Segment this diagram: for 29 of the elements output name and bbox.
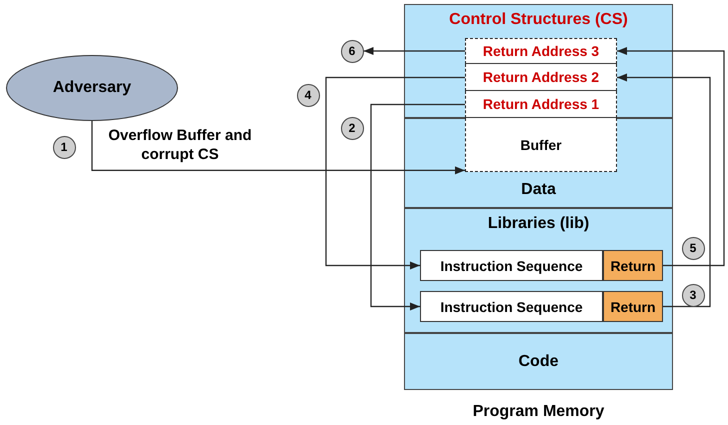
return-box: Return bbox=[603, 291, 663, 322]
callout-number: 2 bbox=[340, 116, 364, 140]
memory-section bbox=[404, 118, 673, 208]
actor-ellipse: Adversary bbox=[6, 55, 178, 121]
memory-section bbox=[404, 4, 673, 118]
arrow bbox=[617, 47, 725, 266]
section-title: Control Structures (CS) bbox=[449, 11, 628, 29]
callout-number: 4 bbox=[296, 84, 320, 106]
stack-slot: Return Address 1 bbox=[465, 91, 617, 118]
arrow bbox=[364, 47, 465, 55]
memory-section bbox=[404, 208, 673, 333]
arrow bbox=[370, 104, 465, 310]
return-box: Return bbox=[603, 250, 663, 281]
stack-slot: Return Address 3 bbox=[465, 38, 617, 64]
arrow bbox=[617, 74, 711, 308]
stack-slot: Return Address 2 bbox=[465, 64, 617, 91]
callout-number: 6 bbox=[340, 40, 364, 62]
memory-section: Code bbox=[404, 333, 673, 390]
buffer-area: Buffer bbox=[465, 118, 617, 172]
instruction-box: Instruction Sequence bbox=[420, 250, 603, 281]
callout-number: 5 bbox=[682, 236, 704, 260]
arrow bbox=[325, 76, 465, 270]
section-title: Libraries (lib) bbox=[488, 215, 590, 233]
callout-number: 1 bbox=[52, 136, 76, 158]
caption-text: Program Memory bbox=[472, 403, 606, 421]
arrow bbox=[91, 121, 465, 174]
callout-number: 3 bbox=[682, 284, 704, 306]
instruction-box: Instruction Sequence bbox=[420, 291, 603, 322]
section-title: Data bbox=[521, 181, 556, 199]
